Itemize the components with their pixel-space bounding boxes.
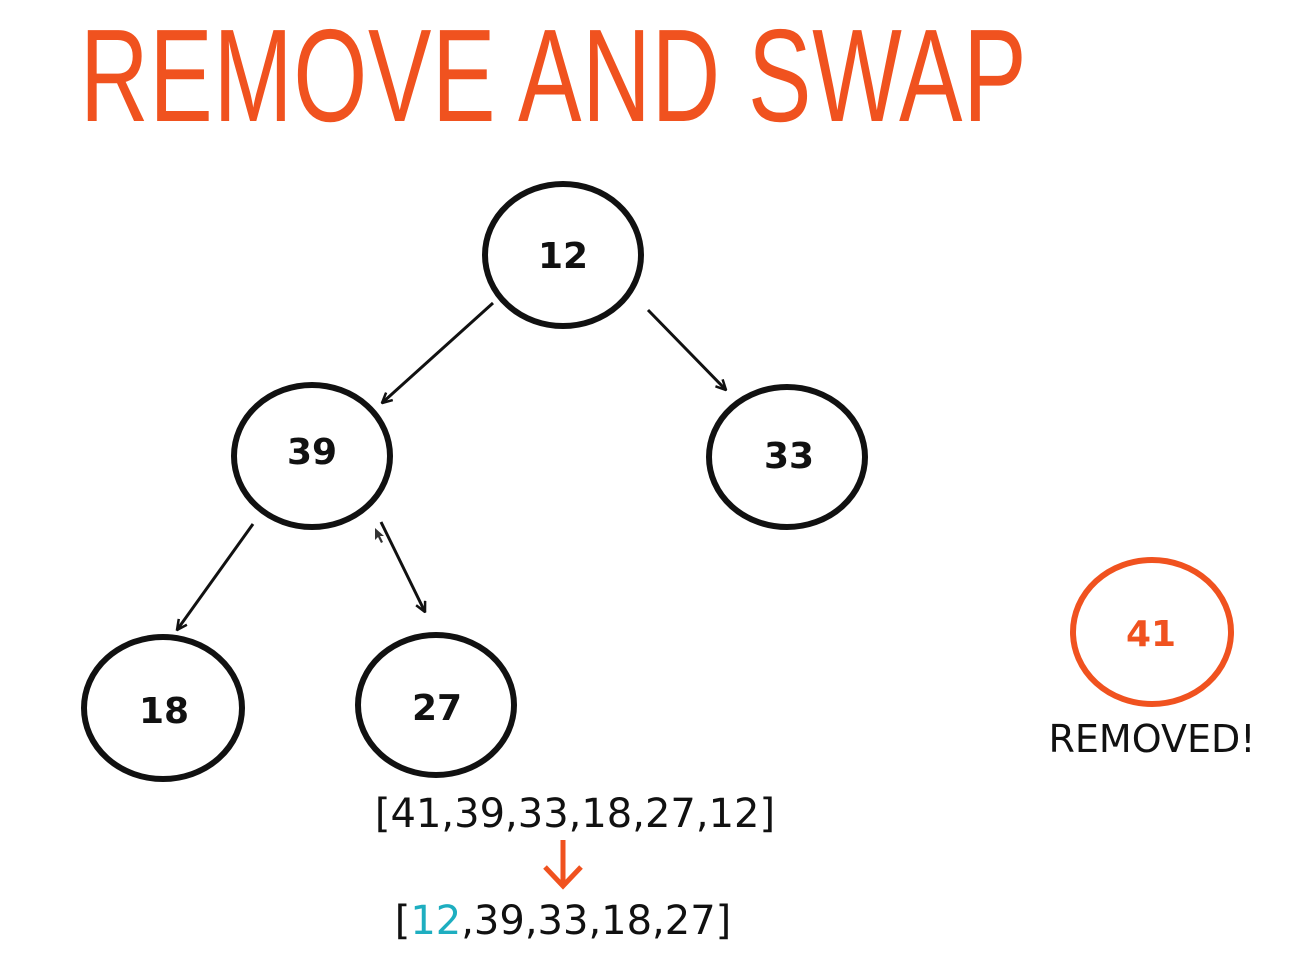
tree-node: 18	[81, 634, 245, 782]
node-label: 18	[139, 691, 189, 732]
array-after-rest: ,39,33,18,27]	[461, 898, 731, 944]
page-title: REMOVE AND SWAP	[80, 2, 1028, 149]
node-label: 39	[287, 432, 337, 473]
node-label: 27	[412, 688, 462, 729]
node-label: 12	[538, 236, 588, 277]
edge-12-33	[646, 308, 726, 390]
array-after-open: [	[395, 898, 411, 944]
removed-node-label: 41	[1126, 614, 1176, 655]
node-label: 33	[764, 436, 814, 477]
cursor-icon	[375, 528, 384, 543]
array-before: [41,39,33,18,27,12]	[375, 791, 775, 837]
edge-39-18	[177, 523, 255, 630]
edge-39-27	[379, 521, 425, 612]
tree-node: 27	[355, 632, 517, 778]
tree-node: 39	[231, 382, 393, 530]
edge-12-39	[382, 301, 495, 403]
array-after: [12,39,33,18,27]	[395, 898, 732, 944]
array-after-highlight: 12	[410, 898, 461, 944]
tree-node: 12	[482, 181, 644, 329]
down-arrow-icon	[543, 840, 583, 890]
removed-node: 41	[1070, 557, 1234, 707]
removed-caption: REMOVED!	[1049, 717, 1256, 761]
tree-node: 33	[706, 384, 868, 530]
